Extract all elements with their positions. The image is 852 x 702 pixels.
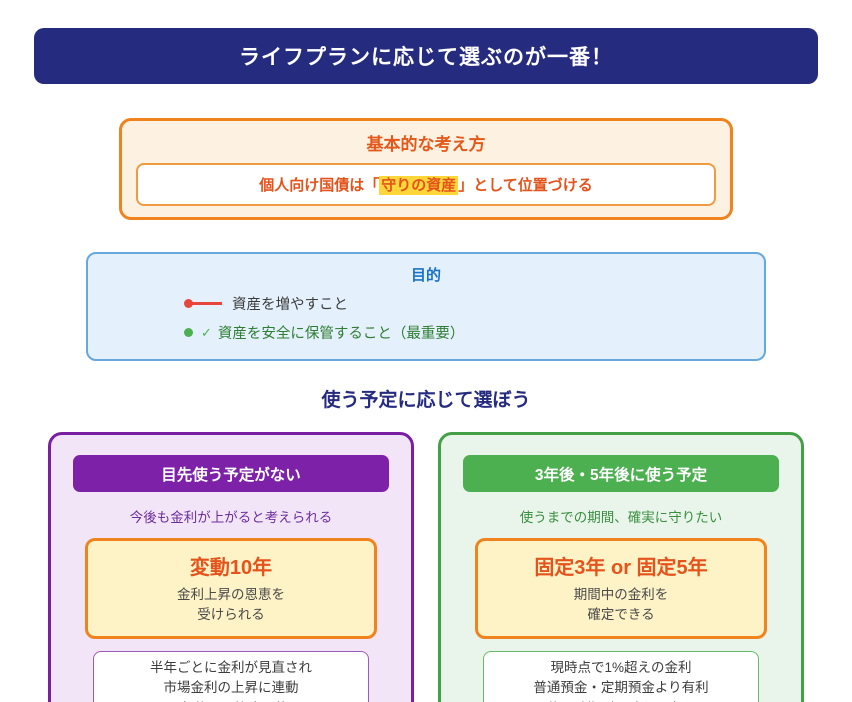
- benefit-line: 期間中の金利を: [573, 587, 669, 602]
- card-header: 3年後・5年後に使う予定: [463, 455, 779, 492]
- check-icon: ✓: [201, 324, 212, 340]
- selection-heading: 使う予定に応じて選ぼう: [321, 390, 531, 411]
- benefit-line: 確定できる: [587, 607, 655, 623]
- statement-prefix: 個人向け国債は「: [259, 177, 380, 194]
- purpose-item-keep-safe: ✓ 資産を安全に保管すること（最重要）: [184, 322, 764, 343]
- card-use-in-3-5-years: 3年後・5年後に使う予定 使うまでの期間、確実に守りたい 固定3年 or 固定5…: [438, 432, 804, 702]
- basic-concept-title: 基本的な考え方: [366, 135, 486, 154]
- card-subtitle: 使うまでの期間、確実に守りたい: [519, 510, 723, 525]
- statement-suffix: 」として位置づける: [458, 177, 593, 194]
- product-name: 固定3年 or 固定5年: [534, 557, 708, 579]
- benefit-line: 受けられる: [197, 607, 265, 623]
- benefit-line: 金利上昇の恩恵を: [177, 587, 285, 602]
- option-cards: 目先使う予定がない 今後も金利が上がると考えられる 変動10年 金利上昇の恩恵を…: [0, 432, 852, 702]
- product-box-fixed-3y-5y: 固定3年 or 固定5年 期間中の金利を 確定できる: [475, 538, 767, 639]
- detail-line: 普通預金・定期預金より有利: [533, 680, 709, 696]
- card-header: 目先使う予定がない: [73, 455, 389, 492]
- detail-line: 現時点で1%超えの金利: [550, 659, 692, 675]
- title-banner-text: ライフプランに応じて選ぶのが一番！: [239, 46, 613, 69]
- detail-box: 半年ごとに金利が見直され 市場金利の上昇に連動 1年後から換金可能: [93, 650, 369, 702]
- purpose-item-grow-assets: 資産を増やすこと: [184, 293, 764, 314]
- purpose-item-label: 資産を増やすこと: [232, 297, 348, 313]
- purpose-title: 目的: [410, 267, 441, 284]
- card-subtitle: 今後も金利が上がると考えられる: [129, 510, 333, 525]
- red-dot-icon: [184, 299, 193, 308]
- product-benefit: 金利上昇の恩恵を 受けられる: [88, 585, 374, 626]
- product-box-variable-10y: 変動10年 金利上昇の恩恵を 受けられる: [85, 538, 377, 639]
- basic-concept-statement: 個人向け国債は「守りの資産」として位置づける: [136, 163, 716, 206]
- title-banner: ライフプランに応じて選ぶのが一番！: [34, 28, 818, 84]
- purpose-box: 目的 資産を増やすこと ✓ 資産を安全に保管すること（最重要）: [86, 252, 766, 361]
- card-no-immediate-plans: 目先使う予定がない 今後も金利が上がると考えられる 変動10年 金利上昇の恩恵を…: [48, 432, 414, 702]
- detail-box: 現時点で1%超えの金利 普通預金・定期預金より有利 使う時期が明確なら安心: [483, 650, 759, 702]
- product-benefit: 期間中の金利を 確定できる: [478, 585, 764, 626]
- red-line-icon: [192, 302, 222, 305]
- highlighted-term: 守りの資産: [379, 176, 459, 195]
- detail-line: 市場金利の上昇に連動: [163, 680, 299, 696]
- green-dot-icon: [184, 328, 193, 337]
- detail-line: 半年ごとに金利が見直され: [150, 659, 312, 675]
- product-name: 変動10年: [189, 557, 273, 579]
- basic-concept-box: 基本的な考え方 個人向け国債は「守りの資産」として位置づける: [119, 118, 733, 220]
- purpose-item-label: 資産を安全に保管すること（最重要）: [217, 326, 465, 342]
